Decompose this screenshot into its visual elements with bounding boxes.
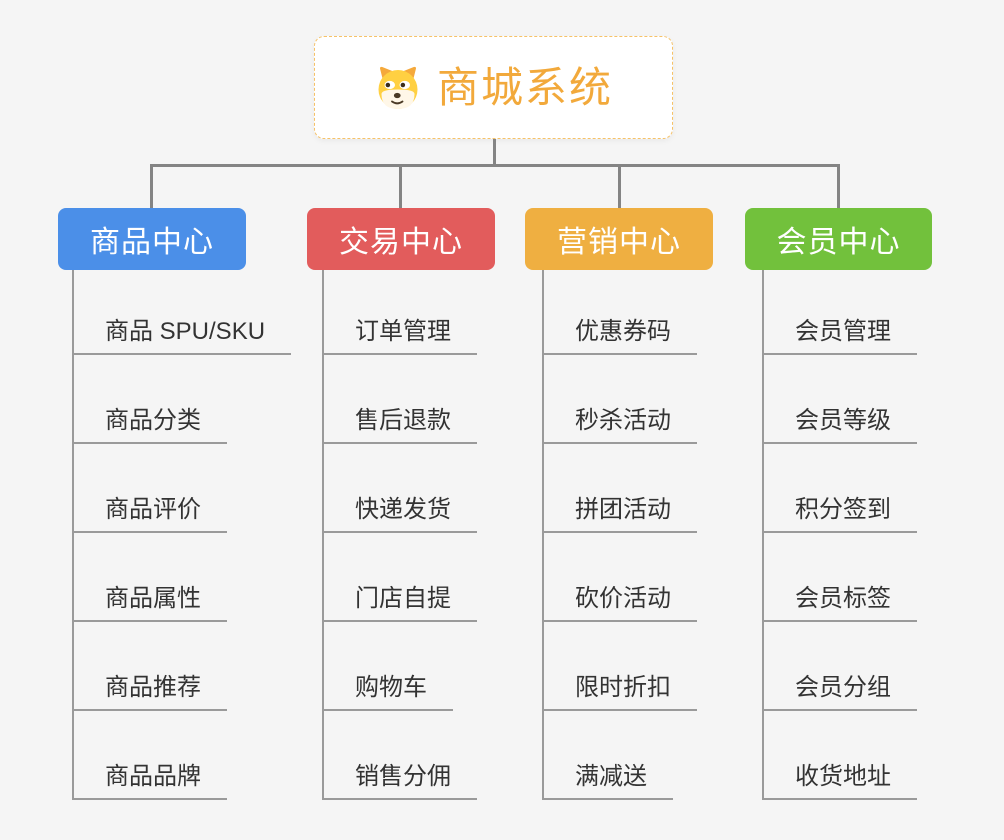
connector-drop-branch2 <box>399 164 402 208</box>
branch-node-trade-center[interactable]: 交易中心 <box>307 208 495 270</box>
connector-root-drop <box>493 139 496 165</box>
leaf-node[interactable]: 砍价活动 <box>542 584 697 622</box>
root-node[interactable]: 商城系统 <box>314 36 673 139</box>
branch-label: 会员中心 <box>776 226 901 259</box>
leaf-node[interactable]: 快递发货 <box>322 495 477 533</box>
leaf-node[interactable]: 商品推荐 <box>72 673 227 711</box>
branch-label: 商品中心 <box>90 226 214 259</box>
branch-node-marketing-center[interactable]: 营销中心 <box>525 208 713 270</box>
leaf-node[interactable]: 秒杀活动 <box>542 406 697 444</box>
branch-label: 营销中心 <box>557 226 681 259</box>
leaf-node[interactable]: 限时折扣 <box>542 673 697 711</box>
connector-drop-branch3 <box>618 164 621 208</box>
branch-node-member-center[interactable]: 会员中心 <box>745 208 932 270</box>
leaf-node[interactable]: 会员分组 <box>762 673 917 711</box>
trunk-branch2 <box>322 270 324 800</box>
leaf-node[interactable]: 会员标签 <box>762 584 917 622</box>
leaf-node[interactable]: 优惠券码 <box>542 317 697 355</box>
leaf-node[interactable]: 订单管理 <box>322 317 477 355</box>
connector-drop-branch4 <box>837 164 840 208</box>
leaf-node[interactable]: 售后退款 <box>322 406 477 444</box>
trunk-branch1 <box>72 270 74 800</box>
leaf-node[interactable]: 销售分佣 <box>322 762 477 800</box>
leaf-node[interactable]: 积分签到 <box>762 495 917 533</box>
leaf-node[interactable]: 拼团活动 <box>542 495 697 533</box>
dog-face-icon <box>378 66 418 109</box>
leaf-node[interactable]: 商品品牌 <box>72 762 227 800</box>
connector-drop-branch1 <box>150 164 153 208</box>
leaf-node[interactable]: 会员管理 <box>762 317 917 355</box>
leaf-node[interactable]: 商品 SPU/SKU <box>72 317 292 355</box>
leaf-node[interactable]: 商品评价 <box>72 495 227 533</box>
leaf-node[interactable]: 会员等级 <box>762 406 917 444</box>
branch-node-product-center[interactable]: 商品中心 <box>58 208 246 270</box>
leaf-node[interactable]: 收货地址 <box>762 762 917 800</box>
leaf-node[interactable]: 门店自提 <box>322 584 477 622</box>
branch-label: 交易中心 <box>339 226 463 259</box>
connector-horizontal <box>150 164 840 167</box>
leaf-node[interactable]: 满减送 <box>542 762 673 800</box>
trunk-branch3 <box>542 270 544 800</box>
trunk-branch4 <box>762 270 764 800</box>
leaf-node[interactable]: 购物车 <box>322 673 453 711</box>
leaf-node[interactable]: 商品分类 <box>72 406 227 444</box>
root-node-title: 商城系统 <box>436 63 613 111</box>
leaf-node[interactable]: 商品属性 <box>72 584 227 622</box>
